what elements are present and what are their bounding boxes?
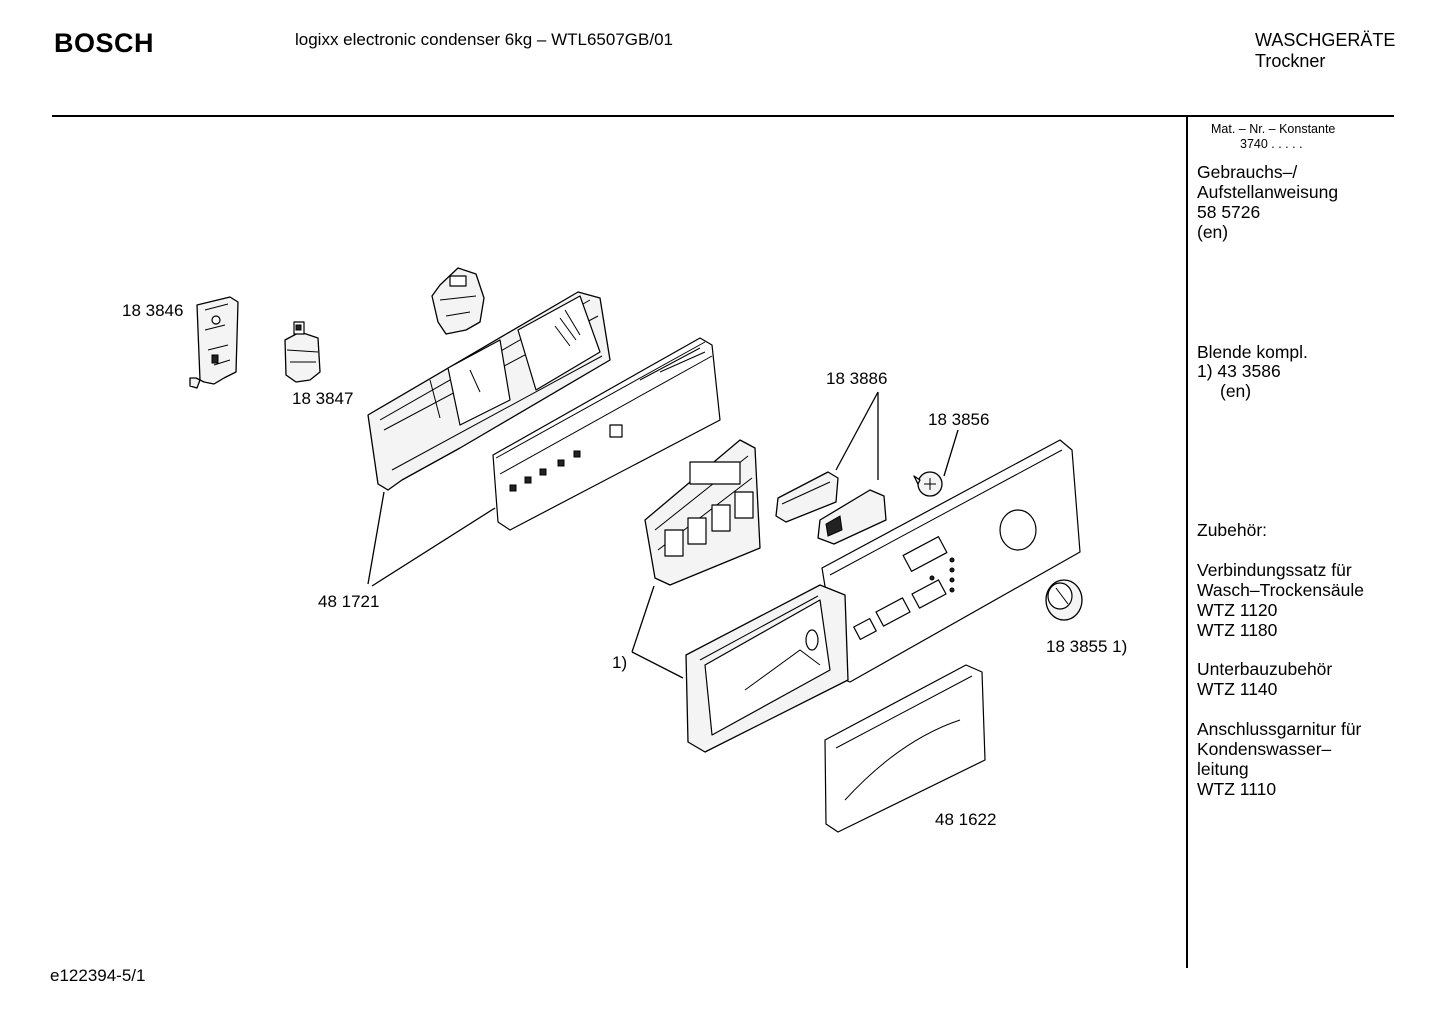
category-label: WASCHGERÄTE bbox=[1255, 30, 1396, 50]
panel-language: (en) bbox=[1220, 381, 1252, 401]
model-title: logixx electronic condenser 6kg – WTL650… bbox=[295, 30, 673, 49]
part-fascia-panel bbox=[821, 439, 1081, 683]
callout-183855: 18 3855 1) bbox=[1046, 637, 1127, 656]
drawing-id: e122394-5/1 bbox=[50, 966, 146, 985]
accessory-3-line-3: leitung bbox=[1197, 759, 1249, 779]
exploded-parts-diagram: 18 3846 18 3847 48 1721 18 3886 18 3856 … bbox=[122, 267, 1127, 833]
accessory-1-code-2: WTZ 1180 bbox=[1197, 620, 1278, 640]
header-divider bbox=[52, 115, 1394, 117]
part-183855-knob bbox=[1045, 579, 1083, 621]
manual-number: 58 5726 bbox=[1197, 202, 1261, 222]
part-481622-cover bbox=[824, 664, 986, 833]
accessory-3-code-1: WTZ 1110 bbox=[1197, 779, 1277, 799]
accessory-3-line-2: Kondenswasser– bbox=[1197, 739, 1332, 759]
accessory-2-line-1: Unterbauzubehör bbox=[1197, 659, 1333, 679]
manual-title-2: Aufstellanweisung bbox=[1197, 182, 1339, 202]
manual-language: (en) bbox=[1197, 222, 1229, 242]
part-481721-pcb-board bbox=[492, 337, 721, 531]
subcategory-label: Trockner bbox=[1255, 51, 1326, 71]
mat-number-label: Mat. – Nr. – Konstante bbox=[1211, 122, 1336, 136]
part-183886-button-right bbox=[817, 489, 887, 545]
brand-logo: BOSCH bbox=[54, 28, 155, 58]
accessory-2-code-1: WTZ 1140 bbox=[1197, 679, 1278, 699]
part-183886-button-left bbox=[775, 471, 839, 523]
callout-183847: 18 3847 bbox=[292, 389, 353, 408]
accessory-1-line-1: Verbindungssatz für bbox=[1197, 560, 1352, 580]
manual-title: Gebrauchs–/ bbox=[1197, 162, 1298, 182]
callout-481622: 48 1622 bbox=[935, 810, 996, 829]
program-knob-opening-icon bbox=[999, 509, 1037, 551]
bracket-hole-icon bbox=[211, 315, 221, 325]
part-drawer-frame bbox=[685, 584, 849, 753]
part-183856-knob-stem bbox=[913, 471, 943, 497]
accessories-title: Zubehör: bbox=[1197, 520, 1268, 540]
accessory-1-line-2: Wasch–Trockensäule bbox=[1197, 580, 1364, 600]
callout-183886: 18 3886 bbox=[826, 369, 887, 388]
callout-panel-1: 1) bbox=[612, 653, 627, 672]
leader-lines bbox=[367, 391, 959, 679]
part-183846-switch-bracket bbox=[189, 296, 239, 389]
panel-number: 1) 43 3586 bbox=[1197, 361, 1281, 381]
part-481721-frame bbox=[367, 291, 611, 491]
accessory-3-line-1: Anschlussgarnitur für bbox=[1197, 719, 1362, 739]
part-top-module bbox=[431, 267, 485, 335]
mat-number-value: 3740 . . . . . bbox=[1240, 137, 1303, 151]
part-button-block bbox=[644, 439, 761, 586]
sidebar-divider bbox=[1186, 117, 1188, 968]
callout-183846: 18 3846 bbox=[122, 301, 183, 320]
panel-title: Blende kompl. bbox=[1197, 342, 1308, 362]
callout-183856: 18 3856 bbox=[928, 410, 989, 429]
callout-481721: 48 1721 bbox=[318, 592, 379, 611]
part-183847-clip bbox=[284, 321, 321, 383]
accessory-1-code-1: WTZ 1120 bbox=[1197, 600, 1278, 620]
